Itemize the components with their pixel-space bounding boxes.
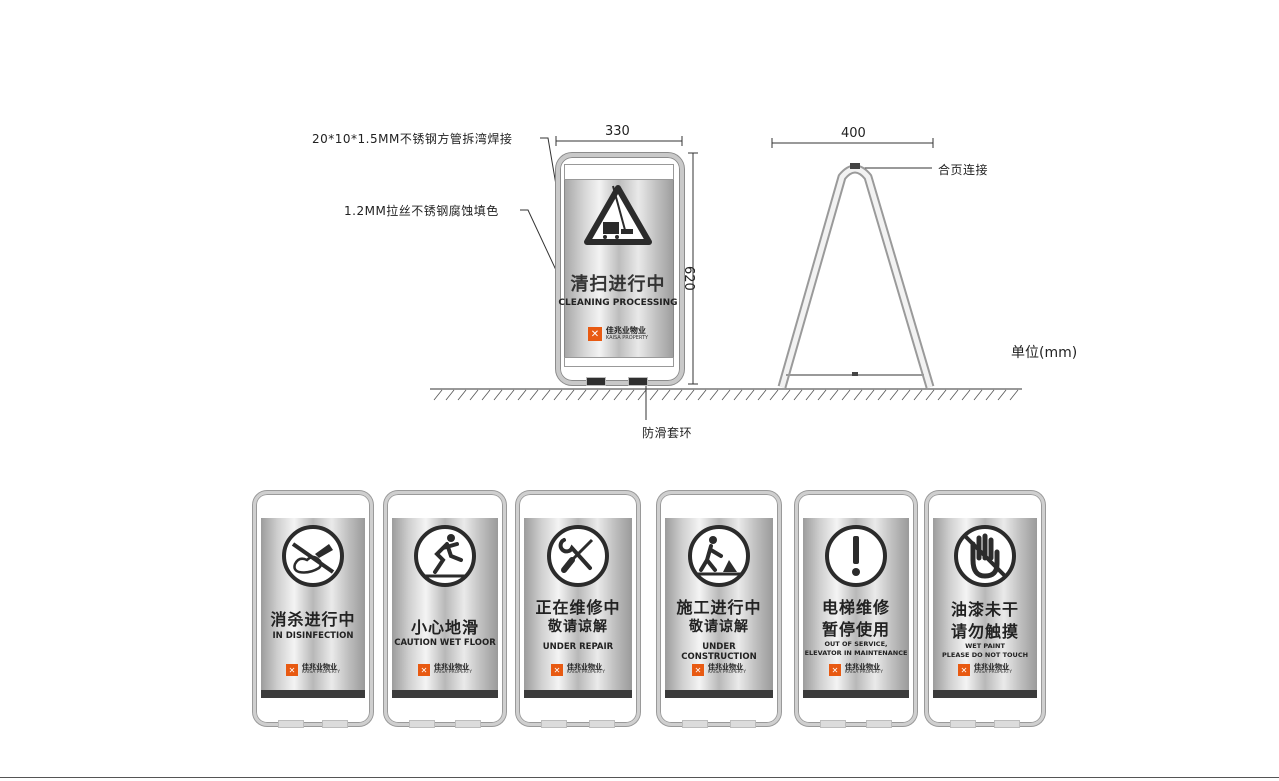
brand-name-en: KAISA PROPERTY xyxy=(302,670,340,676)
sign-en-line-2: ELEVATOR IN MAINTENANCE xyxy=(804,649,908,657)
brand-name-cn: 佳兆业物业 xyxy=(302,663,338,672)
brand-logo-icon: ✕ xyxy=(829,664,842,676)
brand-logo-icon: ✕ xyxy=(958,664,971,676)
brand-name-en: KAISA PROPERTY xyxy=(845,670,883,676)
sign-cn-line-1: 正在维修中 xyxy=(535,598,621,617)
brand-name-cn: 佳兆业物业 xyxy=(708,663,744,672)
brand-name-en: KAISA PROPERTY xyxy=(708,670,746,676)
unit-label: 单位(mm) xyxy=(1011,345,1078,361)
main-sign-brand: ✕ 佳兆业物业 KAISA PROPERTY xyxy=(564,327,672,341)
brand-logo-icon: ✕ xyxy=(286,664,299,676)
sign-feet xyxy=(541,720,615,728)
main-sign-top-strip xyxy=(564,164,674,180)
brand-logo-icon: ✕ xyxy=(418,664,431,676)
spray-disinfection-icon xyxy=(282,525,344,587)
sign-cn-line-2: 敬请谅解 xyxy=(548,619,608,635)
sign-foot-bar xyxy=(803,690,909,698)
sign-feet xyxy=(409,720,481,728)
sign-cn-line-2: 暂停使用 xyxy=(821,620,890,639)
sign-panel: 电梯维修 暂停使用 OUT OF SERVICE, ELEVATOR IN MA… xyxy=(803,518,909,690)
anti-slip-foot-right xyxy=(628,377,648,386)
brand-name-en: KAISA PROPERTY xyxy=(974,670,1012,676)
sign-card-elevator: 电梯维修 暂停使用 OUT OF SERVICE, ELEVATOR IN MA… xyxy=(795,491,917,728)
tube-spec-label: 20*10*1.5MM不锈钢方管拆湾焊接 xyxy=(312,132,513,146)
anti-slip-foot-left xyxy=(586,377,606,386)
plate-spec-label: 1.2MM拉丝不锈钢腐蚀填色 xyxy=(344,204,499,218)
slipping-person-icon xyxy=(414,525,476,587)
sign-en-line-1: IN DISINFECTION xyxy=(272,631,354,641)
sign-cn-line-1: 消杀进行中 xyxy=(270,610,356,629)
wrench-screwdriver-icon xyxy=(547,525,609,587)
sign-foot-bar xyxy=(261,690,365,698)
sign-cn-line-1: 电梯维修 xyxy=(821,598,890,617)
brand-name-cn: 佳兆业物业 xyxy=(605,326,646,335)
cleaning-cart-warning-icon xyxy=(584,185,652,245)
page-bottom-rule xyxy=(0,777,1279,778)
main-sign-cn-title: 清扫进行中 xyxy=(570,274,666,295)
sign-en-line-2: PLEASE DO NOT TOUCH xyxy=(941,651,1029,659)
brand-name-en: KAISA PROPERTY xyxy=(434,670,472,676)
sign-cn-line-1: 小心地滑 xyxy=(410,618,479,637)
brand-name-en: KAISA PROPERTY xyxy=(567,670,605,676)
dimension-lines xyxy=(520,136,934,420)
sign-feet xyxy=(820,720,892,728)
sign-foot-bar xyxy=(524,690,632,698)
sign-en-line-1: UNDER CONSTRUCTION xyxy=(681,642,757,662)
sign-foot-bar xyxy=(933,690,1037,698)
brand-name-cn: 佳兆业物业 xyxy=(974,663,1010,672)
sign-foot-bar xyxy=(665,690,773,698)
sign-cn-line-2: 请勿触摸 xyxy=(950,622,1019,641)
anti-slip-label: 防滑套环 xyxy=(642,426,693,440)
side-view-a-frame xyxy=(777,163,935,389)
construction-worker-icon xyxy=(688,525,750,587)
brand-logo-icon: ✕ xyxy=(692,664,705,676)
sign-feet xyxy=(682,720,756,728)
brand-name-cn: 佳兆业物业 xyxy=(434,663,470,672)
brand-name-cn: 佳兆业物业 xyxy=(567,663,603,672)
sign-en-line-1: WET PAINT xyxy=(965,642,1005,650)
no-touch-hand-icon xyxy=(954,525,1016,587)
sign-cn-line-2: 敬请谅解 xyxy=(689,619,749,635)
hinge-label: 合页连接 xyxy=(938,163,989,177)
brand-name-en: KAISA PROPERTY xyxy=(605,335,649,341)
sign-foot-bar xyxy=(392,690,498,698)
sign-en-line-1: CAUTION WET FLOOR xyxy=(394,638,496,648)
main-sign-en-title: CLEANING PROCESSING xyxy=(558,298,678,308)
side-width-dimension: 400 xyxy=(841,126,866,141)
sign-feet xyxy=(278,720,348,728)
hinge-icon xyxy=(850,163,860,169)
sign-cn-line-1: 施工进行中 xyxy=(676,598,762,617)
brand-logo-icon: ✕ xyxy=(587,327,602,341)
ground-hatching xyxy=(430,388,1022,401)
sign-cn-line-1: 油漆未干 xyxy=(950,600,1019,619)
brand-name-cn: 佳兆业物业 xyxy=(845,663,881,672)
sign-en-line-1: UNDER REPAIR xyxy=(542,642,614,652)
brand-logo-icon: ✕ xyxy=(551,664,564,676)
exclamation-icon xyxy=(825,525,887,587)
front-width-dimension: 330 xyxy=(605,124,630,139)
sign-card-wet-paint: 油漆未干 请勿触摸 WET PAINT PLEASE DO NOT TOUCH … xyxy=(925,491,1045,728)
sign-en-line-1: OUT OF SERVICE, xyxy=(824,640,888,648)
main-sign-bottom-strip xyxy=(564,357,674,367)
sign-panel: 油漆未干 请勿触摸 WET PAINT PLEASE DO NOT TOUCH … xyxy=(933,518,1037,690)
sign-feet xyxy=(950,720,1020,728)
